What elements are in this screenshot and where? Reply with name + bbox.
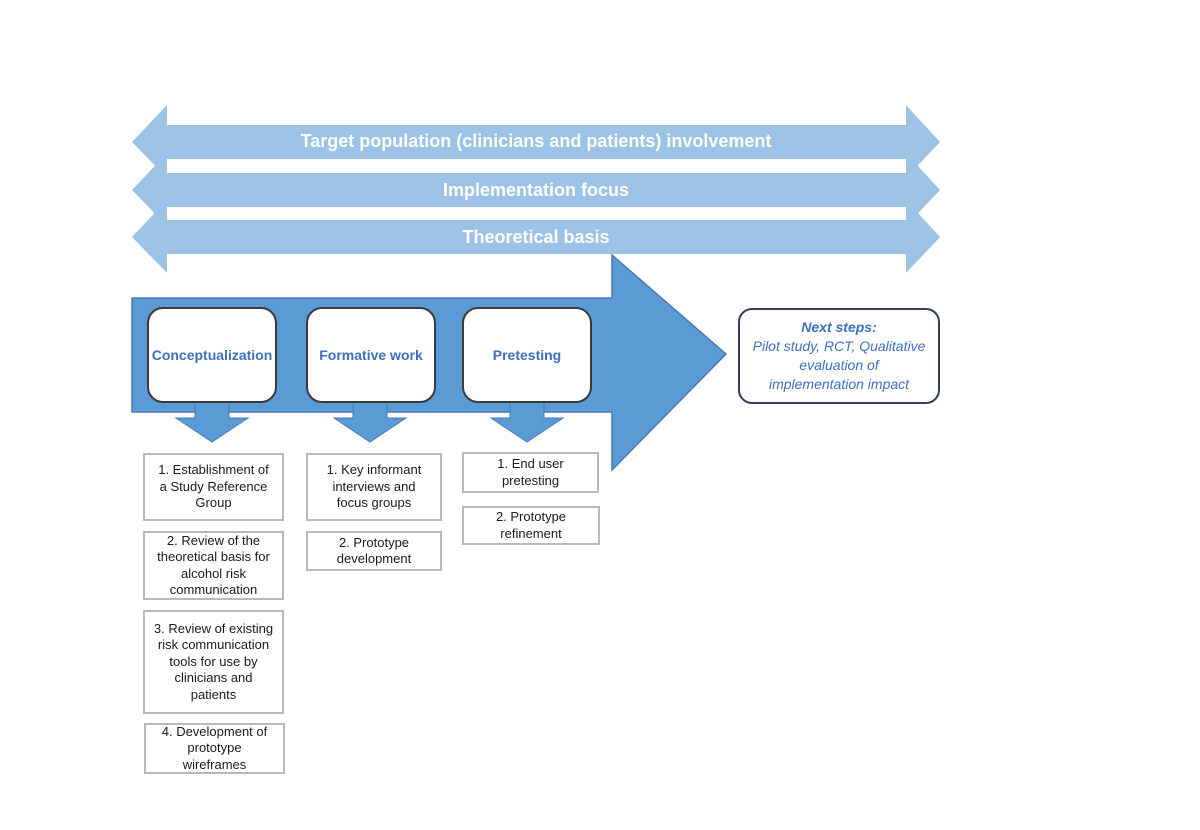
band-label-theoretical-basis: Theoretical basis — [462, 227, 610, 247]
step-box: 2. Review of the theoretical basis for a… — [143, 531, 284, 600]
band-label-target-population: Target population (clinicians and patien… — [300, 131, 772, 151]
band-arrow-implementation-focus — [132, 153, 940, 226]
next-steps-box: Next steps: Pilot study, RCT, Qualitativ… — [738, 308, 940, 404]
next-steps-body: Pilot study, RCT, Qualitative evaluation… — [752, 338, 926, 392]
step-box: 2. Prototype development — [306, 531, 442, 571]
stage-conceptualization: Conceptualization — [147, 307, 277, 403]
stage-formative-work: Formative work — [306, 307, 436, 403]
step-box: 1. Establishment of a Study Reference Gr… — [143, 453, 284, 521]
step-box: 4. Development of prototype wireframes — [144, 723, 285, 774]
band-arrow-target-population — [132, 105, 940, 178]
next-steps-title: Next steps: — [801, 319, 877, 335]
step-box: 1. End user pretesting — [462, 452, 599, 493]
stage-pretesting: Pretesting — [462, 307, 592, 403]
step-box: 1. Key informant interviews and focus gr… — [306, 453, 442, 521]
step-box: 2. Prototype refinement — [462, 506, 600, 545]
step-box: 3. Review of existing risk communication… — [143, 610, 284, 714]
band-label-implementation-focus: Implementation focus — [442, 180, 630, 200]
band-arrow-theoretical-basis — [132, 200, 940, 273]
